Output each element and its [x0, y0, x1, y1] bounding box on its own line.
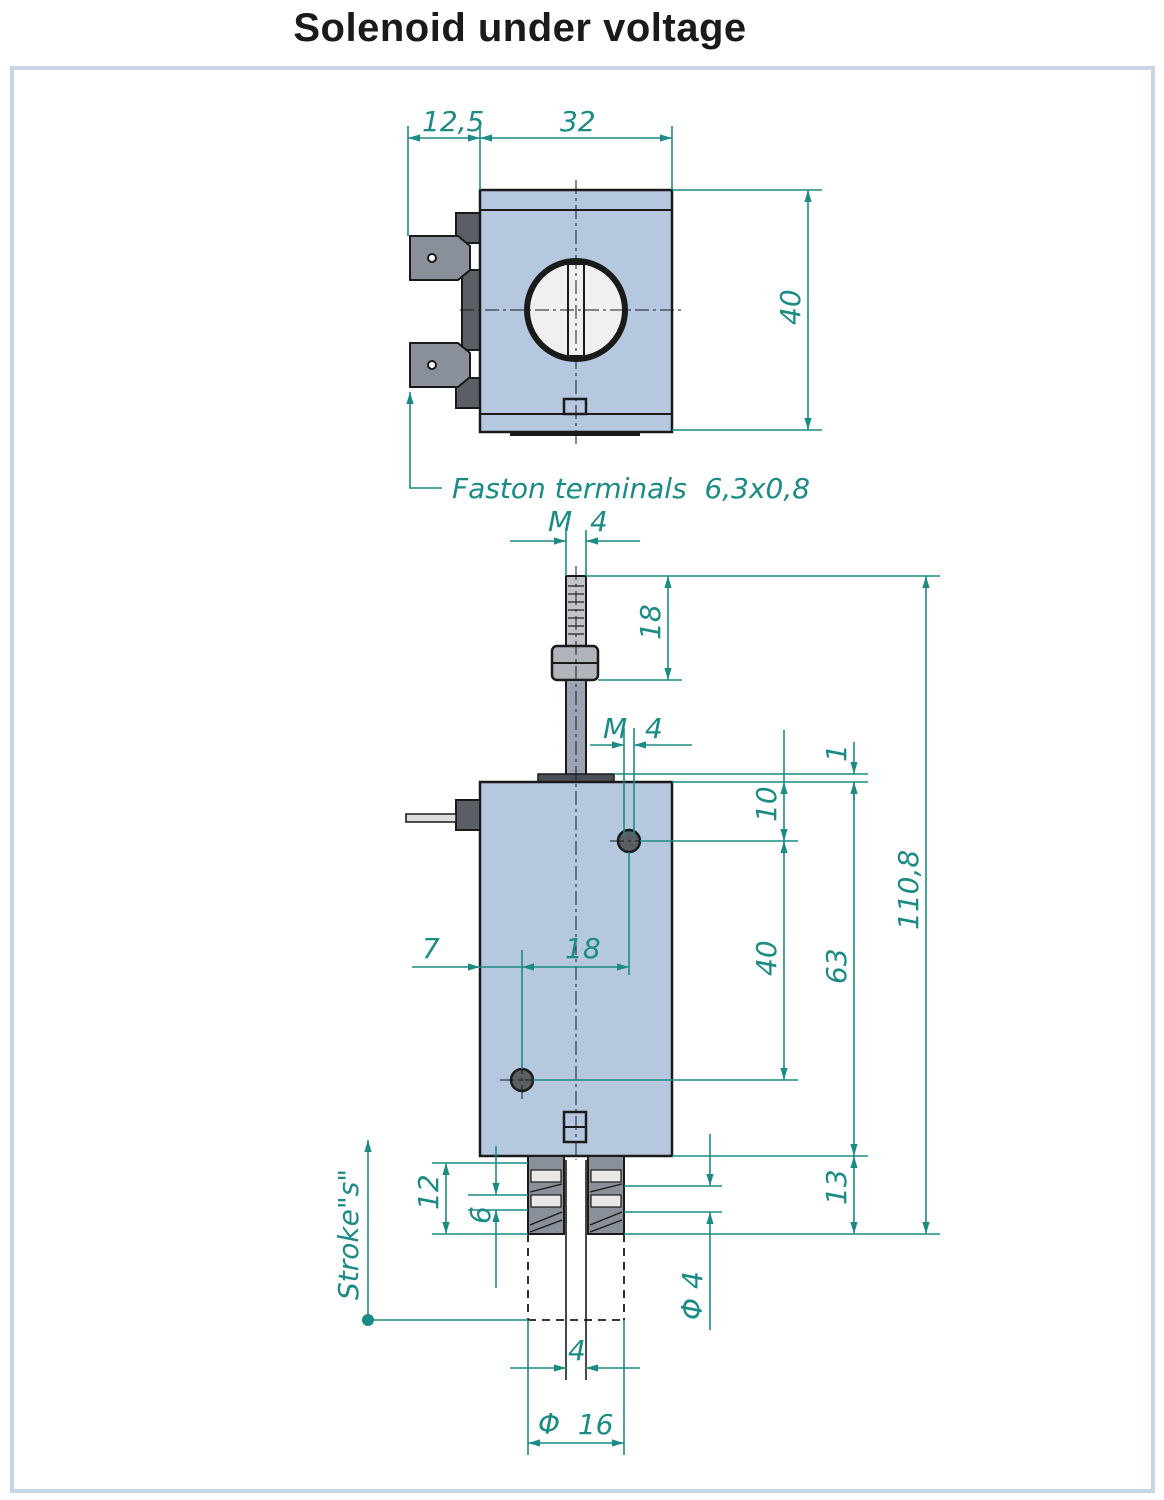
- bottom-flange: [527, 1155, 625, 1235]
- dim-flange-12: 12: [412, 1174, 445, 1210]
- dim-bottom-13: 13: [820, 1169, 853, 1205]
- slot-top-view: [562, 397, 588, 416]
- stroke-label: Stroke"s": [332, 1169, 365, 1300]
- dim-height-top: 40: [774, 289, 807, 325]
- faston-note: Faston terminals 6,3x0,8: [452, 472, 810, 505]
- dim-width-body: 32: [560, 105, 596, 138]
- dim-pin-4: 4: [568, 1334, 586, 1367]
- drawing-frame: [10, 66, 1155, 1493]
- dim-diameter-16: Φ 16: [538, 1408, 613, 1441]
- dim-thread-side: M 4: [603, 712, 663, 745]
- dim-flange-6: 6: [464, 1206, 497, 1224]
- terminal-side-mount: [455, 799, 481, 831]
- dim-body-length: 63: [820, 948, 853, 984]
- dim-gap-top: 1: [820, 744, 853, 762]
- faston-terminal-lower: [409, 342, 471, 388]
- dim-thread-length: 18: [634, 604, 667, 640]
- dim-thread-top: M 4: [548, 505, 608, 538]
- dim-left-offset: 7: [422, 932, 440, 965]
- dim-hole-spacing: 40: [750, 940, 783, 976]
- dim-bore: Φ 4: [676, 1271, 709, 1320]
- dim-hole-pitch: 18: [565, 932, 601, 965]
- dim-hole-offset: 10: [750, 786, 783, 822]
- page-title: Solenoid under voltage: [293, 6, 747, 50]
- front-view: M 4 18 M 4 1 10 40 63 110,8: [332, 505, 940, 1455]
- top-view: 12,5 32 40 Faston terminals 6,3x0,8: [406, 105, 822, 505]
- dim-total-length: 110,8: [892, 850, 925, 930]
- dim-width-left: 12,5: [422, 105, 484, 138]
- faston-terminal-upper: [409, 235, 471, 281]
- faston-terminal-side: [405, 813, 457, 823]
